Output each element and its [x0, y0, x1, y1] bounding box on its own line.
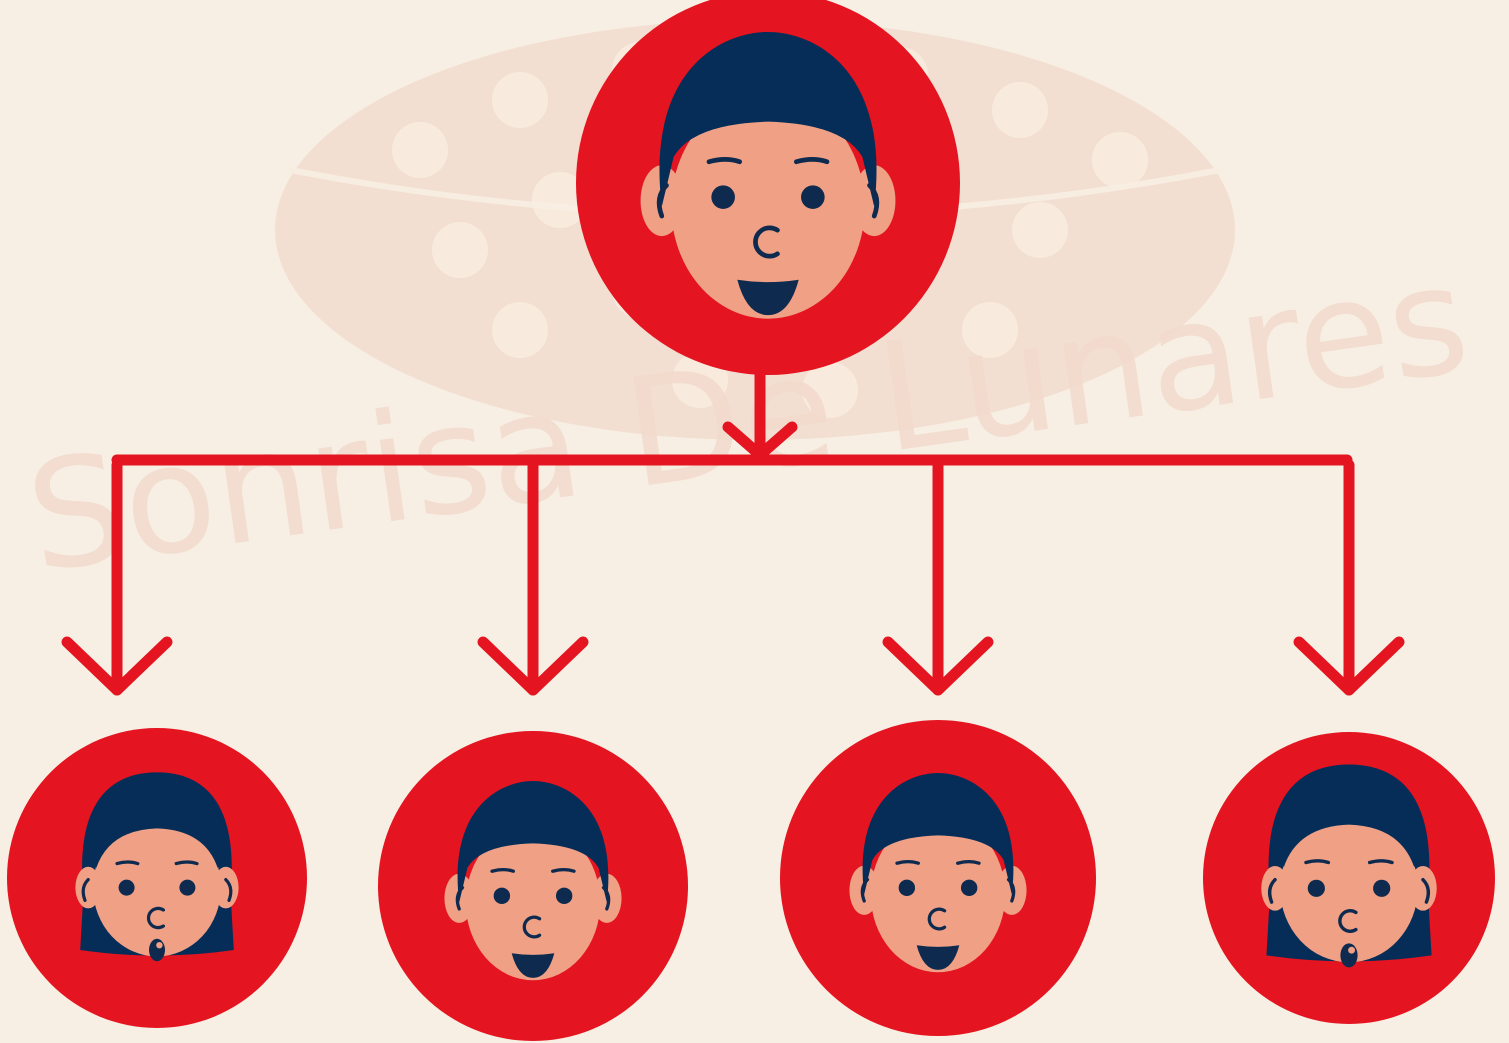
girl-face-icon [75, 772, 238, 961]
girl-face-icon [1261, 764, 1436, 967]
child-2-node [378, 731, 688, 1041]
child-1-node [7, 728, 307, 1028]
parent-node [576, 0, 960, 375]
child-4-node [1203, 732, 1495, 1024]
child-3-node [780, 720, 1096, 1036]
